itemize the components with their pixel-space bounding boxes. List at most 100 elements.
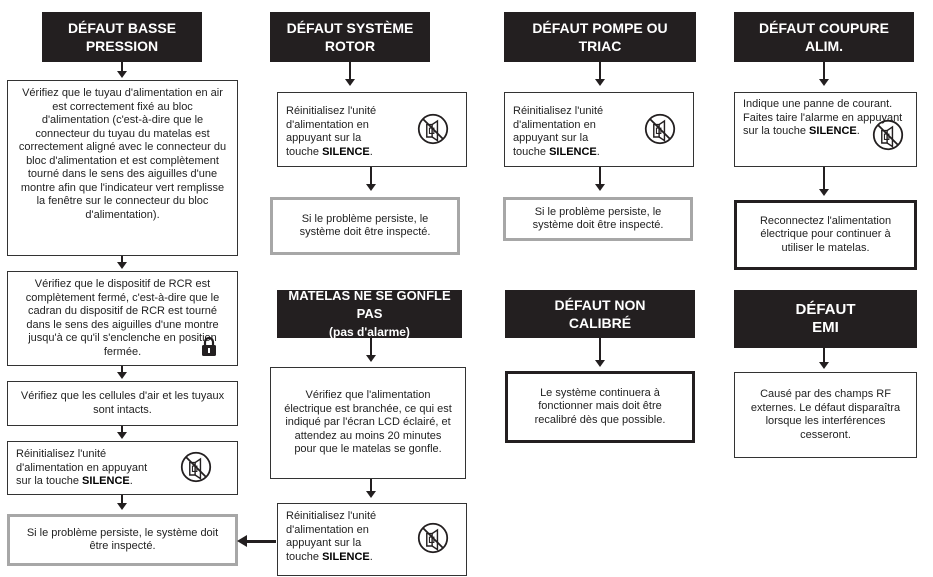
arrow-down-icon xyxy=(595,184,605,191)
step-recalibrate-text: Le système continuera à fonctionner mais… xyxy=(534,386,666,426)
arrow-down-icon xyxy=(117,372,127,379)
reset-text: Réinitialisez l'unité d'alimentation en … xyxy=(16,448,148,487)
arrow-down-icon xyxy=(819,189,829,196)
alarm-mute-icon xyxy=(872,119,904,151)
connector-line xyxy=(370,167,372,186)
step-emi-info-text: Causé par des champs RF externes. Le déf… xyxy=(750,388,901,441)
reset-text: Réinitialisez l'unité d'alimentation en … xyxy=(286,105,377,158)
connector-line xyxy=(121,62,123,72)
silence-key-label: SILENCE xyxy=(549,145,597,158)
step-reset-unit-text: Réinitialisez l'unité d'alimentation en … xyxy=(16,448,151,489)
connector-line xyxy=(823,167,825,191)
step-inspect-system: Si le problème persiste, le système doit… xyxy=(7,514,238,566)
period: . xyxy=(129,475,133,487)
step-inspect-system-text: Si le problème persiste, le système doit… xyxy=(299,212,431,239)
step-silence-alarm-text: Indique une panne de courant. Faites tai… xyxy=(743,98,913,139)
step-reconnect-power: Reconnectez l'alimentation électrique po… xyxy=(734,200,917,270)
alarm-mute-icon xyxy=(417,113,449,145)
step-check-cpr-device: Vérifiez que le dispositif de RCR est co… xyxy=(7,271,238,366)
connector-line xyxy=(121,366,123,374)
header-not-calibrated: DÉFAUT NON CALIBRÉ xyxy=(505,290,695,338)
header-low-pressure-line2: PRESSION xyxy=(85,38,159,54)
connector-line xyxy=(121,495,123,504)
header-pump-line2: TRIAC xyxy=(578,38,622,54)
step-inspect-system-text: Si le problème persiste, le système doit… xyxy=(532,205,664,232)
connector-line xyxy=(599,62,601,80)
step-reset-unit: Réinitialisez l'unité d'alimentation en … xyxy=(504,92,694,167)
connector-line xyxy=(823,62,825,80)
step-emi-info: Causé par des champs RF externes. Le déf… xyxy=(734,372,917,458)
step-silence-alarm: Indique une panne de courant. Faites tai… xyxy=(734,92,917,167)
silence-alarm-text: Indique une panne de courant. Faites tai… xyxy=(743,98,903,137)
header-pump-line1: DÉFAUT POMPE OU xyxy=(532,20,668,36)
header-rotor-system: DÉFAUT SYSTÈME ROTOR xyxy=(270,12,430,62)
header-not-calibrated-line2: CALIBRÉ xyxy=(568,315,632,331)
silence-key-label: SILENCE xyxy=(82,475,130,487)
step-reset-unit: Réinitialisez l'unité d'alimentation en … xyxy=(277,503,467,576)
arrow-down-icon xyxy=(117,262,127,269)
period: . xyxy=(369,145,373,158)
arrow-down-icon xyxy=(117,432,127,439)
connector-line xyxy=(121,256,123,264)
step-inspect-system: Si le problème persiste, le système doit… xyxy=(503,197,693,241)
step-check-air-cells: Vérifiez que les cellules d'air et les t… xyxy=(7,381,238,426)
period: . xyxy=(596,145,600,158)
step-recalibrate: Le système continuera à fonctionner mais… xyxy=(505,371,695,443)
period: . xyxy=(856,125,860,137)
connector-line xyxy=(121,426,123,434)
reset-text: Réinitialisez l'unité d'alimentation en … xyxy=(286,510,377,563)
connector-line xyxy=(599,167,601,186)
header-not-calibrated-line1: DÉFAUT NON xyxy=(554,297,646,313)
header-low-pressure-line1: DÉFAUT BASSE xyxy=(67,20,177,36)
step-reset-unit: Réinitialisez l'unité d'alimentation en … xyxy=(7,441,238,495)
arrow-down-icon xyxy=(366,491,376,498)
arrow-down-icon xyxy=(819,79,829,86)
header-emi-line1: DÉFAUT xyxy=(795,301,856,318)
arrow-down-icon xyxy=(117,71,127,78)
connector-line xyxy=(823,348,825,364)
period: . xyxy=(369,550,373,563)
header-power-cut-line2: ALIM. xyxy=(804,38,844,54)
step-check-air-cells-text: Vérifiez que les cellules d'air et les t… xyxy=(20,390,225,416)
header-power-cut: DÉFAUT COUPURE ALIM. xyxy=(734,12,914,62)
step-reconnect-power-text: Reconnectez l'alimentation électrique po… xyxy=(759,214,892,254)
step-check-air-hose-text: Vérifiez que le tuyau d'alimentation en … xyxy=(18,87,227,221)
arrow-down-icon xyxy=(345,79,355,86)
padlock-icon xyxy=(202,337,216,356)
step-check-power-text: Vérifiez que l'alimentation électrique e… xyxy=(284,389,452,456)
arrow-down-icon xyxy=(117,503,127,510)
arrow-down-icon xyxy=(819,362,829,369)
alarm-mute-icon xyxy=(644,113,676,145)
header-mattress-line2: PAS (pas d'alarme) xyxy=(288,305,450,341)
step-reset-unit: Réinitialisez l'unité d'alimentation en … xyxy=(277,92,467,167)
header-power-cut-line1: DÉFAUT COUPURE xyxy=(759,20,889,36)
alarm-mute-icon xyxy=(417,522,449,554)
step-reset-unit-text: Réinitialisez l'unité d'alimentation en … xyxy=(286,510,396,564)
silence-key-label: SILENCE xyxy=(322,550,370,563)
step-reset-unit-text: Réinitialisez l'unité d'alimentation en … xyxy=(513,99,623,159)
silence-key-label: SILENCE xyxy=(809,125,857,137)
reset-text: Réinitialisez l'unité d'alimentation en … xyxy=(513,105,604,158)
arrow-down-icon xyxy=(595,360,605,367)
arrow-down-icon xyxy=(595,79,605,86)
header-emi-line2: EMI xyxy=(812,319,839,336)
connector-line xyxy=(246,540,276,543)
header-mattress-rest: (pas d'alarme) xyxy=(329,325,410,339)
step-inspect-system: Si le problème persiste, le système doit… xyxy=(270,197,460,255)
connector-line xyxy=(370,338,372,357)
step-check-power: Vérifiez que l'alimentation électrique e… xyxy=(270,367,466,479)
alarm-mute-icon xyxy=(180,451,212,483)
step-check-air-hose: Vérifiez que le tuyau d'alimentation en … xyxy=(7,80,238,256)
header-rotor-line2: ROTOR xyxy=(324,38,376,54)
arrow-down-icon xyxy=(366,184,376,191)
header-pump-triac: DÉFAUT POMPE OU TRIAC xyxy=(504,12,696,62)
step-check-cpr-device-text: Vérifiez que le dispositif de RCR est co… xyxy=(25,278,220,358)
arrow-left-icon xyxy=(237,535,247,547)
connector-line xyxy=(370,479,372,493)
connector-line xyxy=(349,62,351,80)
header-rotor-line1: DÉFAUT SYSTÈME xyxy=(286,20,414,36)
connector-line xyxy=(599,338,601,362)
silence-key-label: SILENCE xyxy=(322,145,370,158)
